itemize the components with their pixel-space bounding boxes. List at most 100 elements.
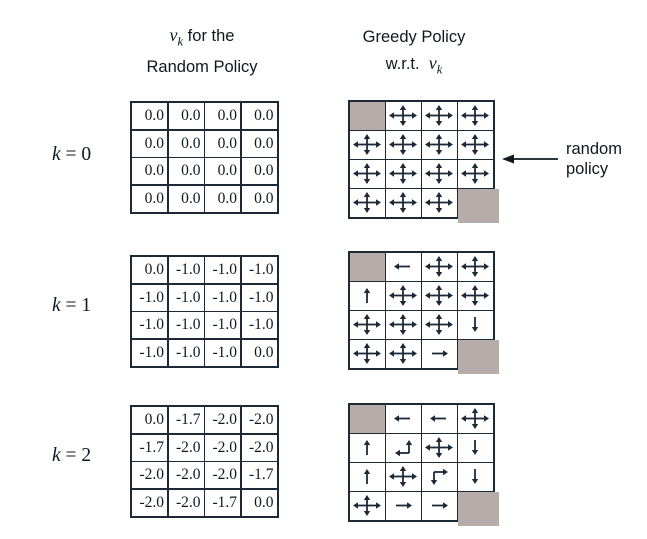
value-cell: 0.0 [132, 185, 167, 212]
policy-cell [458, 405, 493, 433]
up-arrow-icon [363, 288, 371, 303]
right-arrow-icon [432, 350, 448, 357]
policy-cell [386, 340, 421, 368]
cross-arrow-icon [425, 285, 453, 306]
value-cell: -1.7 [132, 434, 167, 461]
policy-grid-wrap-k1 [348, 251, 499, 374]
cross-arrow-icon [389, 134, 417, 155]
terminal-state-cell [350, 405, 385, 433]
value-cell: -2.0 [168, 434, 204, 461]
cross-arrow-icon [353, 163, 381, 184]
value-cell: 0.0 [241, 158, 277, 184]
value-cell: -2.0 [241, 434, 277, 461]
vk-math-symbol: v [169, 25, 178, 45]
policy-cell [422, 311, 457, 339]
value-cell: -1.0 [241, 312, 277, 338]
vk-subscript: k [177, 34, 184, 49]
value-cell: 0.0 [132, 130, 167, 157]
left-arrow-icon [394, 415, 410, 422]
left-arrow-icon [430, 415, 446, 422]
k-symbol: k [52, 445, 61, 466]
right-header-line1: Greedy Policy [362, 28, 466, 46]
policy-cell [422, 405, 457, 433]
value-cell: 0.0 [241, 489, 277, 516]
policy-cell [350, 131, 385, 159]
value-cell: -1.0 [168, 284, 204, 311]
value-cell: 0.0 [241, 130, 277, 157]
annotation-line1: random [566, 140, 622, 158]
cross-arrow-icon [353, 343, 381, 364]
cross-arrow-icon [461, 163, 489, 184]
value-cell: -1.0 [205, 339, 240, 366]
value-cell: 0.0 [241, 103, 277, 129]
value-cell: 0.0 [205, 185, 240, 212]
value-cell: -1.7 [241, 462, 277, 488]
value-cell: 0.0 [205, 103, 240, 129]
policy-grid-k0 [348, 100, 495, 219]
value-cell: -2.0 [168, 489, 204, 516]
policy-cell [422, 282, 457, 310]
left-arrow-icon [394, 263, 410, 270]
policy-cell [422, 102, 457, 130]
policy-cell [458, 102, 493, 130]
cross-arrow-icon [389, 466, 417, 487]
policy-grid-k1 [348, 251, 495, 370]
random-policy-pointer-arrow-icon [502, 154, 558, 164]
cross-arrow-icon [353, 192, 381, 213]
terminal-state-cell [350, 102, 385, 130]
right-header-line2: w.r.t. vk [304, 50, 524, 82]
value-cell: 0.0 [132, 158, 167, 184]
policy-cell [422, 160, 457, 188]
policy-cell [386, 189, 421, 217]
down-arrow-icon [471, 469, 479, 484]
policy-grid-wrap-k2 [348, 403, 499, 526]
policy-cell [350, 340, 385, 368]
value-cell: 0.0 [132, 407, 167, 433]
vk-subscript: k [436, 62, 443, 77]
value-cell: -1.0 [168, 312, 204, 338]
value-cell: -1.0 [132, 339, 167, 366]
policy-cell [350, 189, 385, 217]
left-header-line2: Random Policy [146, 58, 258, 77]
value-cell: -1.0 [132, 284, 167, 311]
random-policy-annotation: random policy [566, 139, 622, 179]
value-cell: -2.0 [132, 489, 167, 516]
value-cell: -1.0 [205, 257, 240, 283]
k0-label: k = 0 [52, 144, 122, 166]
value-cell: -1.0 [205, 284, 240, 311]
cross-arrow-icon [461, 105, 489, 126]
policy-cell [350, 282, 385, 310]
policy-cell [386, 405, 421, 433]
cross-arrow-icon [425, 192, 453, 213]
policy-cell [350, 311, 385, 339]
value-cell: -1.7 [205, 489, 240, 516]
cross-arrow-icon [461, 256, 489, 277]
k-symbol: k [52, 144, 61, 165]
up-left-arrow-icon [395, 440, 413, 457]
terminal-state-overflow [458, 340, 499, 374]
policy-cell [422, 434, 457, 462]
value-cell: -2.0 [241, 407, 277, 433]
cross-arrow-icon [389, 285, 417, 306]
down-arrow-icon [471, 317, 479, 332]
up-arrow-icon [363, 469, 371, 484]
value-cell: -1.0 [168, 339, 204, 366]
policy-cell [422, 131, 457, 159]
value-cell: -1.0 [132, 312, 167, 338]
value-cell: 0.0 [168, 158, 204, 184]
policy-cell [422, 340, 457, 368]
policy-cell [350, 463, 385, 491]
value-cell: 0.0 [205, 158, 240, 184]
value-cell: -1.0 [241, 257, 277, 283]
value-cell: 0.0 [241, 185, 277, 212]
down-arrow-icon [471, 440, 479, 455]
value-cell: 0.0 [241, 339, 277, 366]
value-cell: 0.0 [168, 185, 204, 212]
value-grid-k1: 0.0-1.0-1.0-1.0-1.0-1.0-1.0-1.0-1.0-1.0-… [130, 255, 279, 368]
value-grid-k2: 0.0-1.7-2.0-2.0-1.7-2.0-2.0-2.0-2.0-2.0-… [130, 405, 279, 518]
k1-label: k = 1 [52, 295, 122, 317]
cross-arrow-icon [425, 437, 453, 458]
cross-arrow-icon [389, 343, 417, 364]
